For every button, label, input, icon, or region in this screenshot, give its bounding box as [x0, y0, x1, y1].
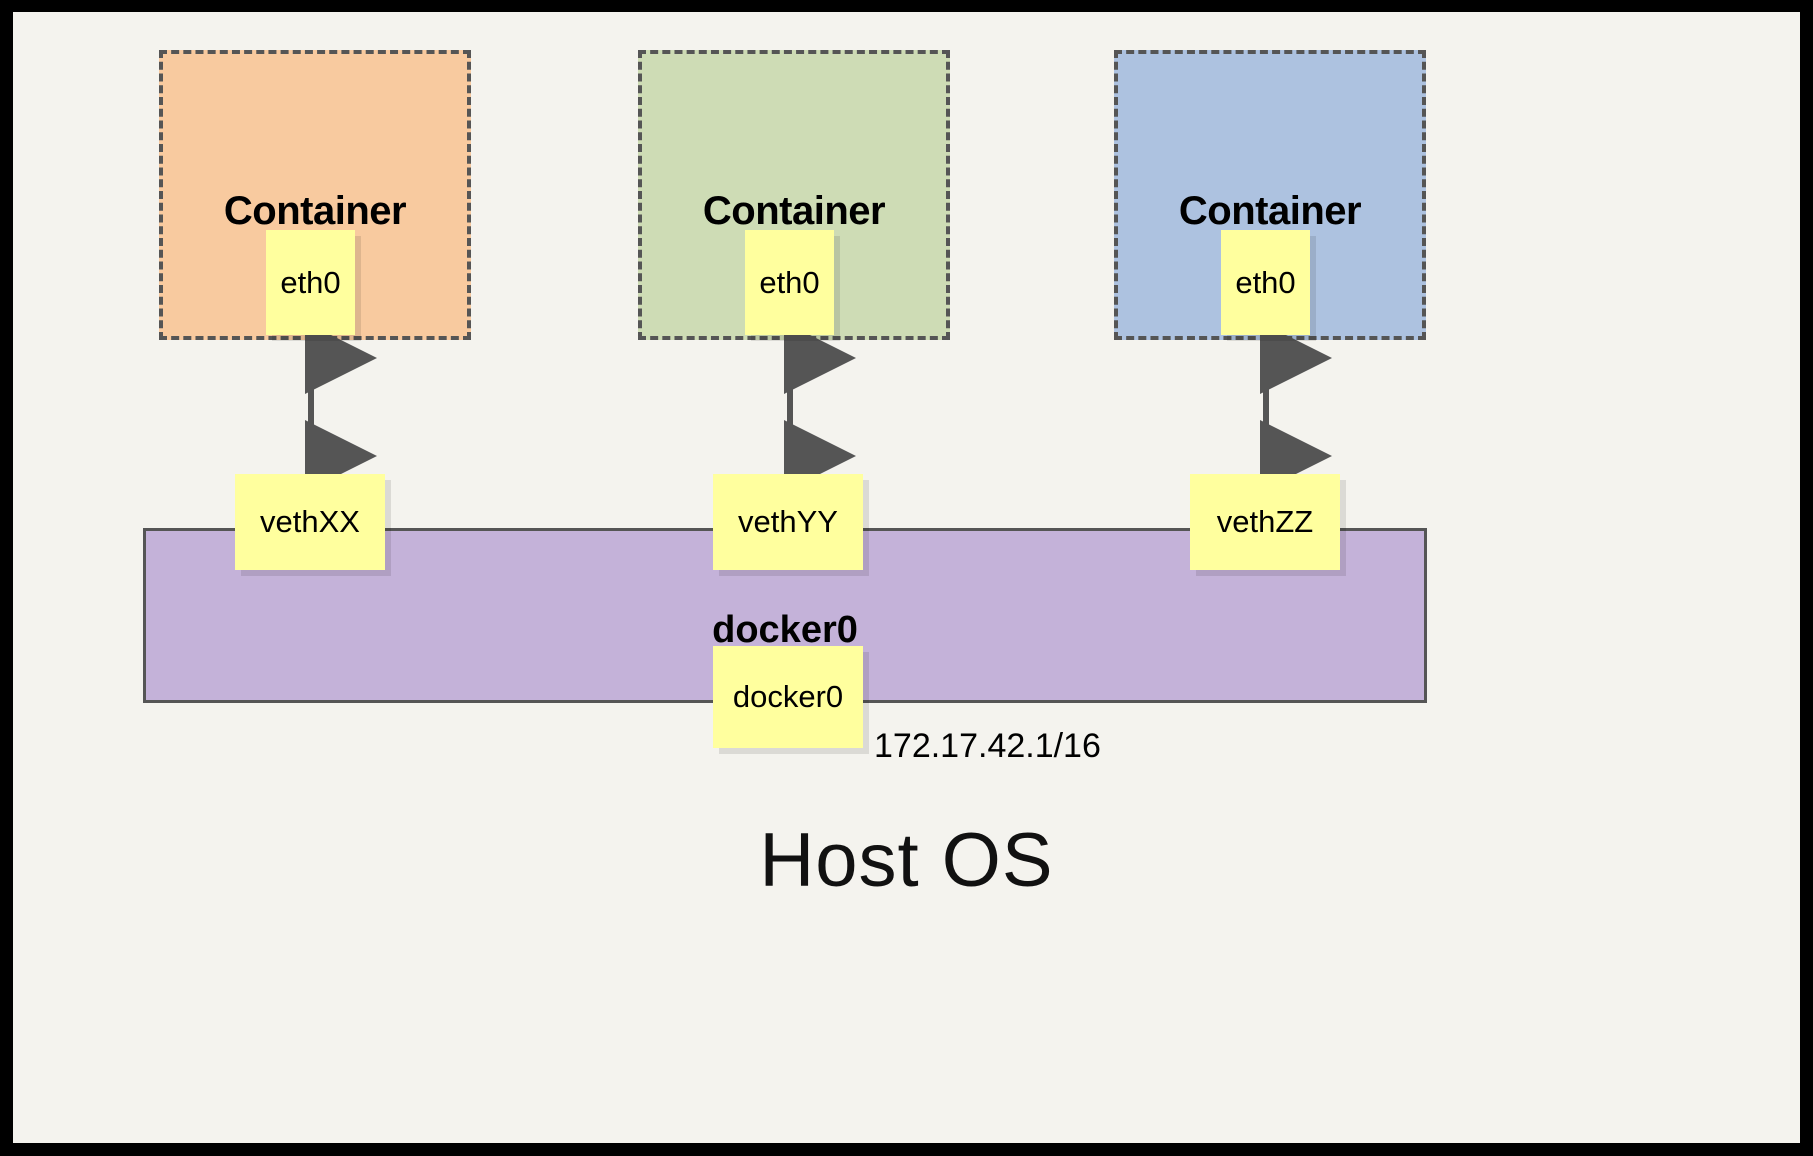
- docker0-bridge-title: docker0: [712, 609, 858, 651]
- veth-link-arrow-2: [784, 322, 856, 492]
- eth0-label-2: eth0: [759, 264, 820, 300]
- docker0-interface-label: docker0: [732, 679, 844, 714]
- container-title-3: Container: [1178, 189, 1362, 233]
- veth-box-1: vethXX: [235, 474, 385, 570]
- host-os-label: Host OS: [759, 818, 1054, 903]
- eth0-label-3: eth0: [1235, 264, 1296, 300]
- veth-link-arrow-1: [305, 322, 377, 492]
- veth-label-2: vethYY: [738, 504, 838, 539]
- container-title-1: Container: [223, 189, 407, 233]
- veth-label-3: vethZZ: [1216, 504, 1314, 539]
- veth-label-1: vethXX: [260, 504, 360, 539]
- veth-box-3: vethZZ: [1190, 474, 1340, 570]
- docker0-interface-box: docker0: [713, 646, 863, 748]
- eth0-label-1: eth0: [280, 264, 341, 300]
- veth-link-arrow-3: [1260, 322, 1332, 492]
- veth-box-2: vethYY: [713, 474, 863, 570]
- eth0-box-2: eth0: [745, 230, 834, 335]
- eth0-box-3: eth0: [1221, 230, 1310, 335]
- container-title-2: Container: [702, 189, 886, 233]
- eth0-box-1: eth0: [266, 230, 355, 335]
- diagram-canvas: Container eth0 Container eth0 Container …: [13, 12, 1800, 1143]
- docker0-ip-label: 172.17.42.1/16: [874, 727, 1101, 765]
